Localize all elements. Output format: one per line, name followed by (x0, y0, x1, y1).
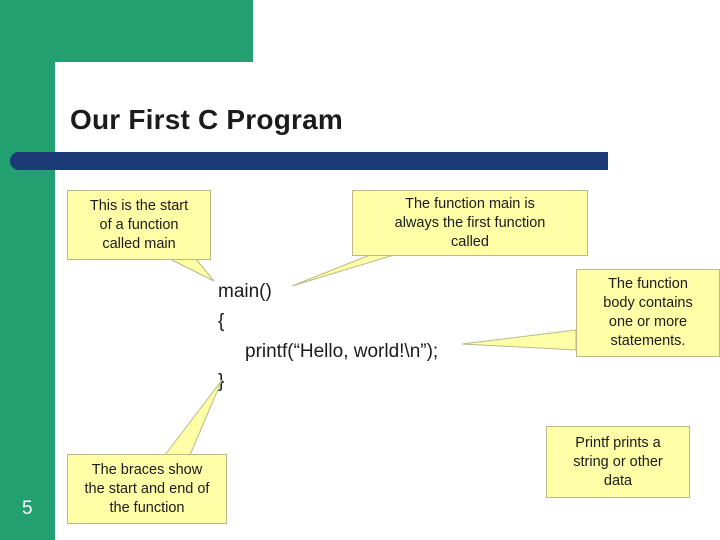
callout-line: statements. (610, 333, 686, 349)
callout-line: data (603, 472, 633, 489)
callout-line: the function (109, 499, 185, 516)
callout-line: always the first function (394, 214, 546, 231)
callout-line: The function (608, 276, 688, 292)
callout-line: called main (102, 235, 176, 252)
slide-number: 5 (22, 498, 33, 519)
code-line-brace-close: } (218, 371, 225, 392)
page-title: Our First C Program (70, 104, 343, 135)
white-top-band (253, 0, 720, 62)
callout-line: called (451, 233, 489, 250)
callout-line: This is the start (89, 197, 189, 214)
callout-function-body: The function body contains one or more s… (576, 269, 720, 357)
callout-line: body contains (603, 295, 693, 311)
code-line-brace-open: { (218, 311, 225, 332)
callout-main-first-function: The function main is always the first fu… (352, 190, 588, 256)
navy-title-rule (10, 152, 608, 170)
callout-line: Printf prints a (575, 434, 661, 451)
callout-line: of a function (99, 216, 179, 233)
callout-braces: The braces show the start and end of the… (67, 454, 227, 524)
callout-line: The function main is (405, 195, 535, 212)
callout-printf: Printf prints a string or other data (546, 426, 690, 498)
code-line-main: main() (218, 281, 272, 302)
callout-line: the start and end of (84, 480, 210, 497)
navy-title-rule-cap (10, 152, 30, 170)
code-line-printf: printf(“Hello, world!\n”); (245, 341, 439, 362)
callout-line: string or other (573, 453, 663, 470)
callout-start-of-function: This is the start of a function called m… (67, 190, 211, 260)
callout-line: The braces show (91, 461, 203, 478)
callout-line: one or more (608, 314, 688, 330)
